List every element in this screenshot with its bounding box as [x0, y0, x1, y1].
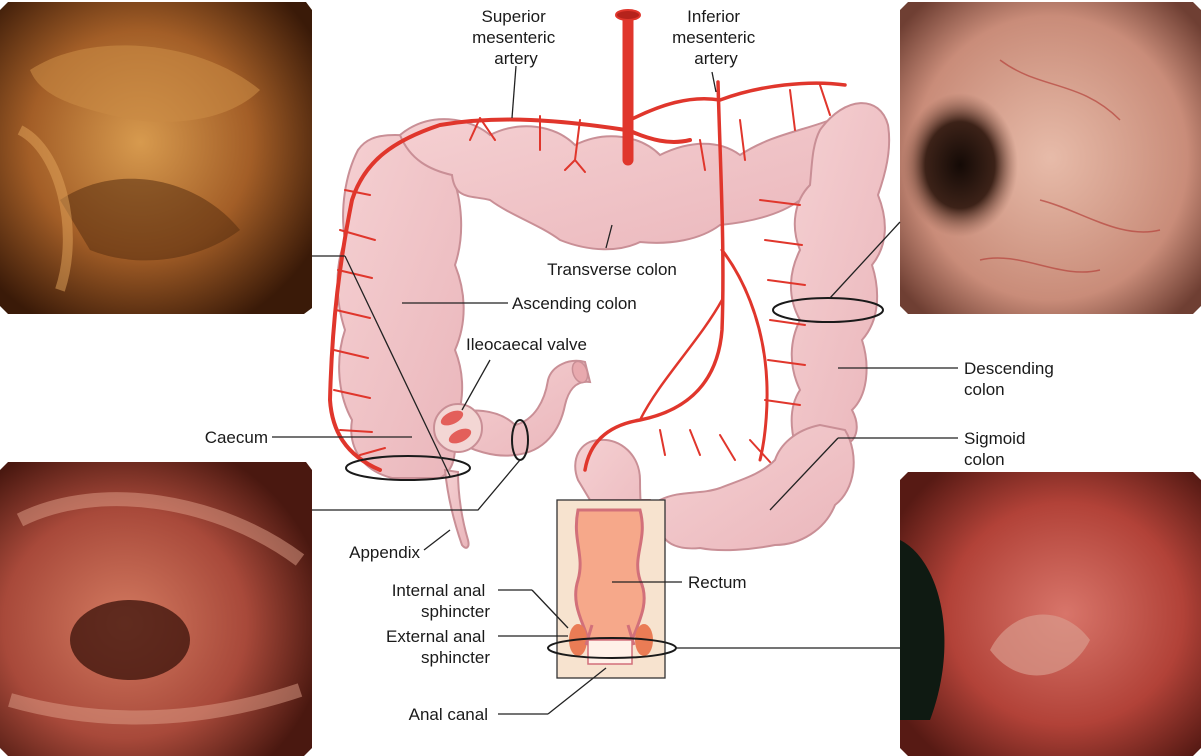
rectum-inset — [557, 500, 665, 678]
endoscopy-photo-caecum — [0, 2, 312, 314]
sigmoid-colon — [660, 425, 854, 550]
label-external-anal-sphincter: External anal sphincter — [386, 627, 490, 667]
label-ileocaecal-valve: Ileocaecal valve — [466, 335, 587, 354]
rectum — [576, 510, 645, 640]
label-anal-canal: Anal canal — [409, 705, 488, 724]
label-ascending-colon: Ascending colon — [512, 294, 637, 313]
endoscopy-photo-ileum — [0, 462, 312, 756]
label-superior-mesenteric-artery: Superior mesenteric artery — [472, 7, 560, 68]
label-internal-anal-sphincter: Internal anal sphincter — [392, 581, 491, 621]
label-inferior-mesenteric-artery: Inferior mesenteric artery — [672, 7, 760, 68]
colon-body — [338, 103, 890, 550]
anal-canal — [588, 640, 632, 664]
endoscopy-photo-anal-canal — [900, 472, 1201, 756]
label-appendix: Appendix — [349, 543, 420, 562]
label-rectum: Rectum — [688, 573, 747, 592]
label-sigmoid-colon: Sigmoid colon — [964, 429, 1030, 469]
label-transverse-colon: Transverse colon — [547, 260, 677, 279]
label-caecum: Caecum — [205, 428, 268, 447]
appendix — [445, 470, 469, 548]
label-descending-colon: Descending colon — [964, 359, 1059, 399]
endoscopy-photo-descending-colon — [900, 2, 1201, 314]
